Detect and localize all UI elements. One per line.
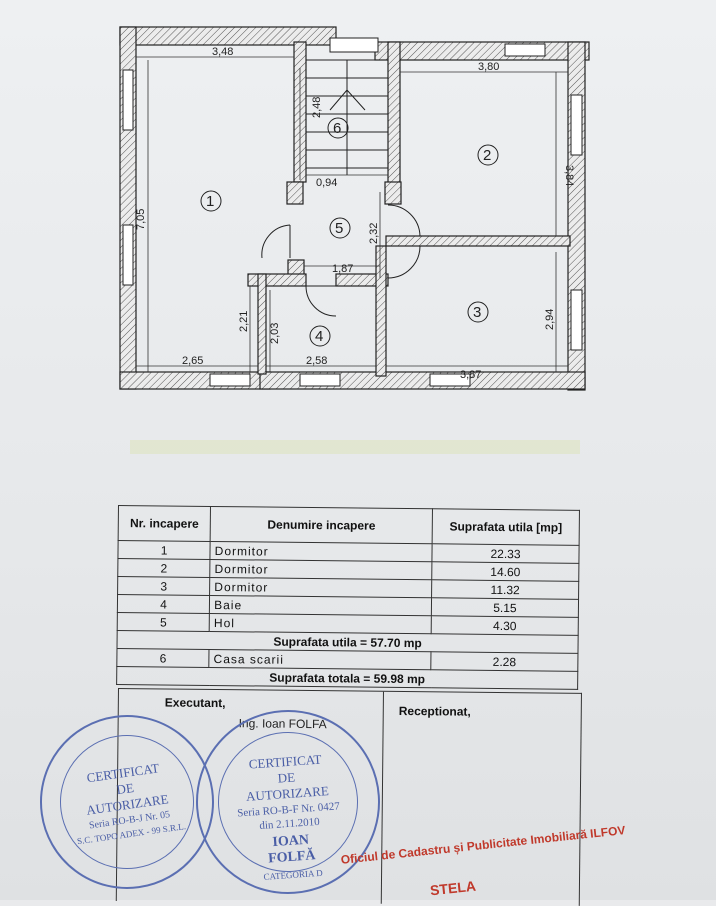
outer-walls	[119, 26, 590, 391]
row-area: 14.60	[431, 561, 579, 582]
room-4-number: 4	[315, 328, 323, 345]
dim-d1-left: 7,05	[135, 209, 147, 230]
executant-label: Executant,	[164, 695, 226, 711]
row-name: Hol	[209, 613, 432, 634]
room-labels	[200, 117, 499, 347]
dim-d1-top: 3,48	[212, 46, 233, 58]
bleed-through	[130, 440, 580, 454]
floor-plan: 3,48 3,80 7,05 2,48 0,94 3,84 2,32 1,87 …	[119, 26, 590, 391]
windows	[122, 37, 583, 387]
grand-total: Suprafata totala = 59.98 mp	[116, 666, 578, 690]
row-name: Dormitor	[209, 559, 432, 580]
staircase	[306, 59, 388, 175]
row-nr: 5	[117, 612, 210, 632]
rooms-table: Nr. incapere Denumire incapere Suprafata…	[116, 505, 580, 690]
header-nr: Nr. incapere	[118, 505, 211, 542]
dim-d2-top: 3,80	[478, 61, 499, 73]
table-header: Nr. incapere Denumire incapere Suprafata…	[118, 505, 580, 546]
row-area: 5.15	[431, 597, 579, 618]
row-nr: 3	[117, 576, 210, 596]
dim-d3-right: 2,94	[544, 309, 556, 330]
room-5-number: 5	[335, 220, 343, 237]
row-area: 11.32	[431, 579, 579, 600]
row-name: Dormitor	[210, 541, 433, 562]
room-1-number: 1	[206, 193, 214, 210]
header-name: Denumire incapere	[210, 506, 433, 544]
dim-bath-left-outer: 2,21	[238, 311, 250, 332]
room-2-number: 2	[483, 147, 491, 164]
row-name: Baie	[209, 595, 432, 616]
row-name: Dormitor	[209, 577, 432, 598]
dim-bath-left-inner: 2,03	[269, 323, 281, 344]
room-3-number: 3	[473, 304, 481, 321]
grand-total-row: Suprafata totala = 59.98 mp	[116, 666, 578, 690]
dim-stair-h: 2,48	[311, 97, 323, 118]
receptionat-label: Receptionat,	[398, 703, 471, 719]
dim-hall-h: 2,32	[368, 223, 380, 244]
room-6-number: 6	[333, 120, 341, 137]
dim-d2-right: 3,84	[563, 165, 575, 186]
header-area: Suprafata utila [mp]	[432, 508, 580, 546]
row-nr: 2	[117, 558, 211, 578]
row-area: 2.28	[430, 651, 578, 672]
row-nr: 6	[116, 648, 210, 668]
dim-stair-w: 0,94	[316, 177, 337, 189]
row-area: 22.33	[431, 543, 580, 564]
row-name: Casa scarii	[208, 649, 432, 670]
dim-d3-bottom: 3,87	[460, 369, 481, 381]
dim-bath-bottom: 2,58	[306, 355, 327, 367]
dim-d1-bottom: 2,65	[182, 355, 203, 367]
row-area: 4.30	[431, 615, 579, 636]
dimension-lines	[136, 56, 568, 372]
doors	[261, 204, 421, 317]
row-nr: 1	[117, 540, 211, 560]
dim-hall-w: 1,87	[332, 263, 353, 275]
row-nr: 4	[117, 594, 210, 614]
